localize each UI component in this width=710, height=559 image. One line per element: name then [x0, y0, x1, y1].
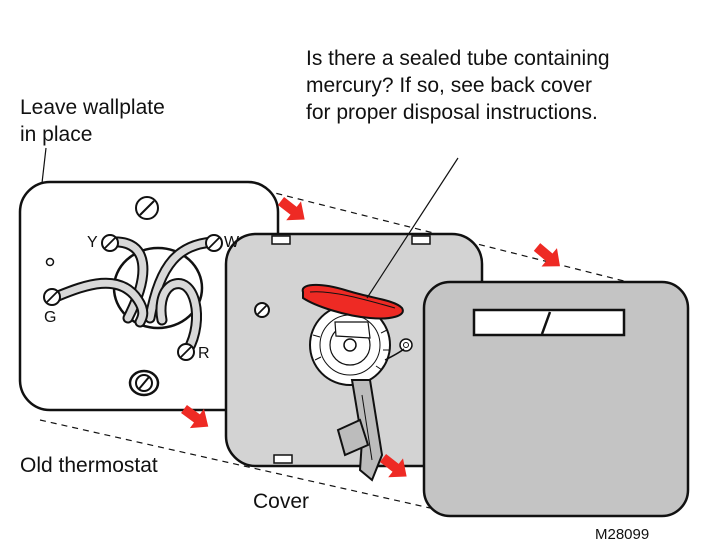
wallplate-bottom-screw: [128, 369, 160, 397]
arrow-top-cover: [533, 243, 560, 267]
terminal-label-r: R: [198, 345, 210, 362]
mercury-leader-line: [366, 157, 459, 299]
cover-body: [422, 280, 690, 518]
terminal-screw-y: [101, 234, 119, 252]
base-screw: [254, 302, 270, 318]
thermostat-base: [224, 232, 484, 482]
mercury-label-line1: Is there a sealed tube containing: [306, 47, 610, 70]
terminal-screw-w: [205, 234, 223, 252]
old-thermostat-label: Old thermostat: [20, 454, 158, 477]
base-tab-bottom-left: [273, 454, 293, 464]
wallplate-top-screw: [135, 196, 159, 220]
base-tab-top-left: [271, 235, 291, 245]
cover-pointer: [540, 311, 552, 335]
figure-code: M28099: [595, 526, 650, 543]
wallplate-label-line2: in place: [20, 123, 93, 146]
arrow-top-wallplate: [277, 197, 305, 221]
mounting-hole: [45, 257, 55, 267]
terminal-label-w: W: [224, 234, 240, 251]
terminal-screw-r: [177, 343, 195, 361]
terminal-screw-g: [43, 288, 61, 306]
wallplate-label-line1: Leave wallplate: [20, 96, 165, 119]
cover-label: Cover: [253, 490, 310, 513]
dial-side-screw: [399, 338, 413, 352]
wallplate-leader-line: [41, 147, 47, 184]
cover: [422, 280, 690, 518]
base-tab-top-right: [411, 235, 431, 245]
terminal-label-y: Y: [87, 234, 98, 251]
red-arrows: [181, 197, 560, 478]
arrow-bottom-base: [379, 454, 407, 478]
terminal-label-g: G: [44, 309, 57, 326]
wallplate: [18, 180, 280, 412]
mercury-label-line3: for proper disposal instructions.: [306, 101, 598, 124]
mercury-tube: [301, 284, 404, 320]
arrow-bottom-wallplate: [181, 404, 209, 429]
mercury-label-line2: mercury? If so, see back cover: [306, 74, 592, 97]
wires: [52, 236, 218, 356]
lever-arm: [336, 379, 384, 482]
